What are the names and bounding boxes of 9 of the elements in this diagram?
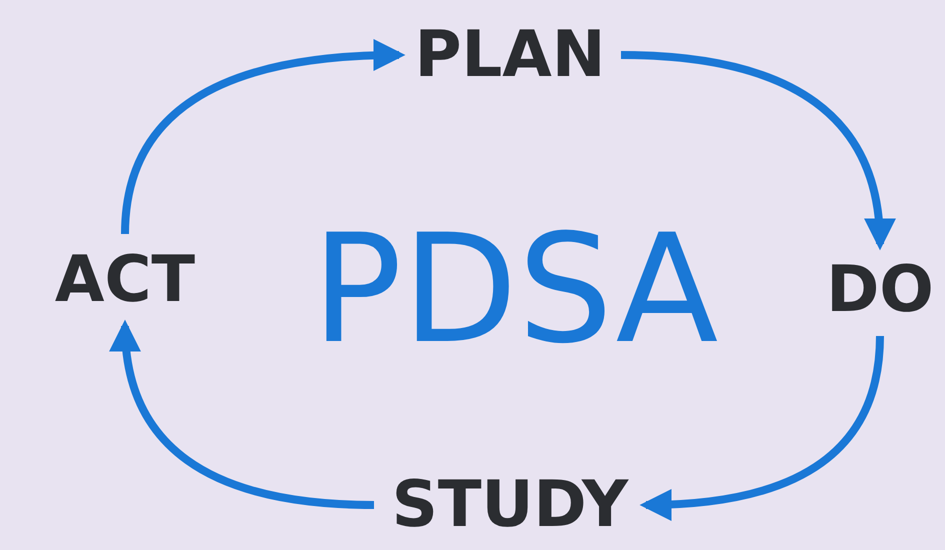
stage-label: PLAN <box>414 18 606 92</box>
center-title: PDSA <box>312 203 718 377</box>
curved-arrow <box>620 51 894 250</box>
stage-label: STUDY <box>392 468 628 542</box>
curved-arrow <box>640 336 884 520</box>
curved-arrow <box>121 40 406 234</box>
stage-label: ACT <box>54 243 196 317</box>
stage-label: DO <box>826 253 934 327</box>
curved-arrow <box>110 320 374 509</box>
